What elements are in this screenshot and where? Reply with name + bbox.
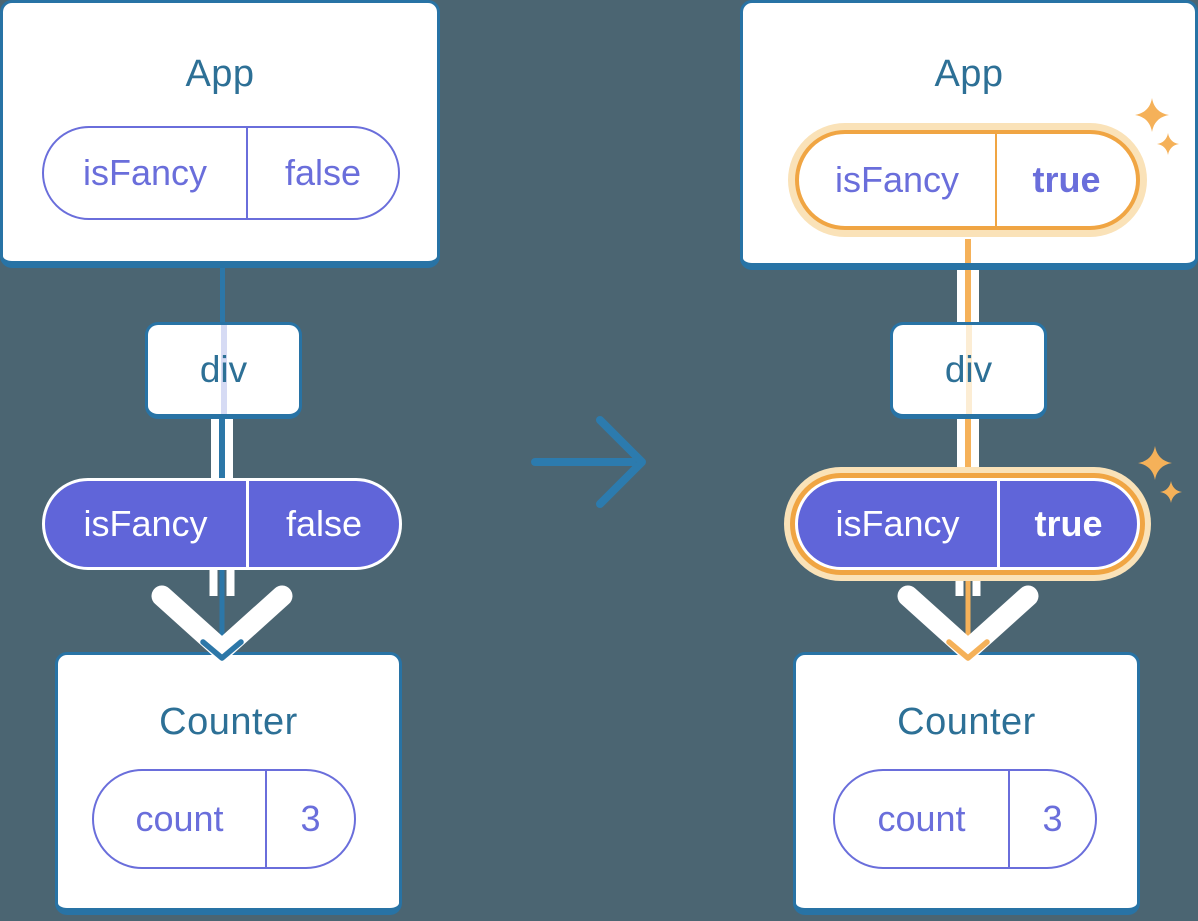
arrow-right-icon (531, 416, 646, 508)
state-name: count (835, 771, 1010, 867)
passed-prop-pill-after: isFancy true (795, 478, 1140, 570)
app-prop-pill-after: isFancy true (795, 130, 1140, 230)
div-node-before: div (145, 322, 302, 419)
state-name: count (94, 771, 267, 867)
connector-div-pill-before (211, 417, 233, 480)
div-node-after: div (890, 322, 1047, 419)
arrow-down-icon (897, 566, 1039, 661)
counter-state-pill-before: count 3 (92, 769, 356, 869)
connector-app-div-before (220, 265, 225, 325)
counter-card-after: Counter count 3 (793, 652, 1140, 915)
div-label: div (944, 348, 993, 390)
app-title: App (934, 53, 1004, 95)
state-value: 3 (1042, 798, 1063, 839)
connector-app-div-after (957, 267, 979, 324)
pass-through-stripe (965, 325, 972, 414)
arrow-down-icon (151, 566, 293, 661)
prop-value: true (1032, 159, 1101, 200)
app-title: App (185, 53, 255, 95)
prop-value: true (1034, 503, 1103, 544)
counter-title: Counter (897, 701, 1036, 743)
app-prop-pill-before: isFancy false (42, 126, 400, 220)
counter-state-pill-after: count 3 (833, 769, 1097, 869)
prop-name: isFancy (44, 128, 248, 218)
connector-div-pill-after (957, 417, 979, 480)
prop-value: false (284, 152, 362, 193)
prop-name: isFancy (45, 481, 249, 567)
prop-flow-line (965, 239, 971, 263)
pass-through-stripe (220, 325, 227, 414)
sparkles-icon (1160, 481, 1182, 503)
div-label: div (199, 348, 248, 390)
counter-card-before: Counter count 3 (55, 652, 402, 915)
prop-name: isFancy (799, 134, 997, 226)
counter-title: Counter (159, 701, 298, 743)
sparkles-icon (1135, 98, 1169, 132)
prop-name: isFancy (798, 481, 1000, 567)
sparkles-icon (1138, 446, 1172, 480)
sparkles-icon (1157, 133, 1179, 155)
state-value: 3 (300, 798, 321, 839)
passed-prop-pill-before: isFancy false (42, 478, 402, 570)
prop-value: false (285, 503, 363, 544)
